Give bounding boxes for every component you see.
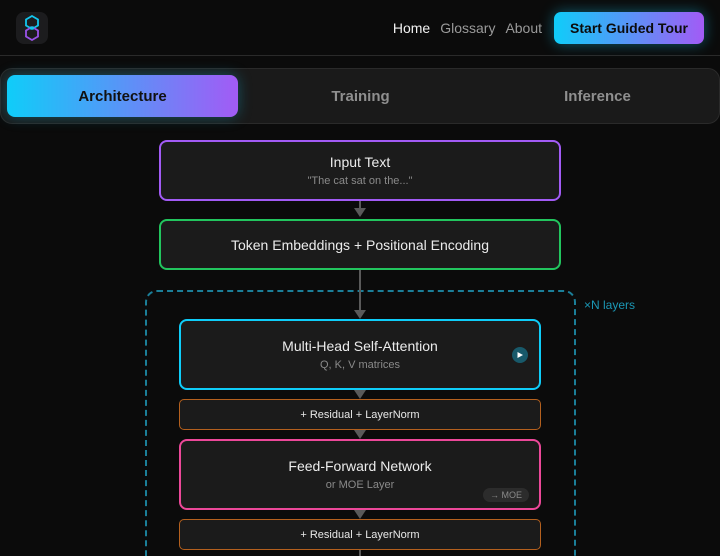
connector-line bbox=[359, 201, 361, 209]
play-animation-button[interactable] bbox=[512, 347, 528, 363]
arrow-down-icon bbox=[354, 208, 366, 217]
input-text-node[interactable]: Input Text "The cat sat on the..." bbox=[159, 140, 561, 201]
node-title: Feed-Forward Network bbox=[288, 458, 432, 474]
arrow-down-icon bbox=[354, 390, 366, 399]
moe-link-badge[interactable]: → MOE bbox=[482, 488, 529, 502]
nav-home[interactable]: Home bbox=[392, 20, 431, 36]
top-header: Home Glossary About Start Guided Tour bbox=[0, 0, 720, 56]
node-title: Input Text bbox=[329, 154, 391, 170]
multi-head-attention-node[interactable]: Multi-Head Self-Attention Q, K, V matric… bbox=[179, 319, 541, 390]
node-subtitle: or MOE Layer bbox=[325, 479, 395, 491]
start-guided-tour-button[interactable]: Start Guided Tour bbox=[554, 12, 704, 44]
node-subtitle: "The cat sat on the..." bbox=[307, 175, 413, 187]
arrow-down-icon bbox=[354, 310, 366, 319]
view-tabs: Architecture Training Inference bbox=[0, 68, 720, 124]
nav-glossary[interactable]: Glossary bbox=[440, 20, 496, 36]
arrow-down-icon bbox=[354, 510, 366, 519]
feed-forward-node[interactable]: Feed-Forward Network or MOE Layer → MOE bbox=[179, 439, 541, 510]
logo[interactable] bbox=[16, 12, 48, 44]
connector-line bbox=[359, 550, 361, 556]
tab-training[interactable]: Training bbox=[331, 87, 390, 105]
connector-line bbox=[359, 270, 361, 310]
node-title: Token Embeddings + Positional Encoding bbox=[230, 236, 489, 253]
tab-inference[interactable]: Inference bbox=[564, 87, 631, 105]
arrow-down-icon bbox=[354, 430, 366, 439]
node-subtitle: Q, K, V matrices bbox=[319, 359, 401, 371]
main-nav: Home Glossary About Start Guided Tour bbox=[393, 12, 704, 44]
node-title: Multi-Head Self-Attention bbox=[282, 338, 438, 354]
hexagon-chain-icon bbox=[25, 15, 39, 41]
token-embeddings-node[interactable]: Token Embeddings + Positional Encoding bbox=[159, 219, 561, 270]
nav-about[interactable]: About bbox=[505, 20, 543, 36]
play-icon bbox=[517, 352, 523, 358]
layer-repeat-label: ×N layers bbox=[584, 298, 636, 312]
tab-architecture[interactable]: Architecture bbox=[7, 75, 238, 117]
residual-layernorm-node-1[interactable]: + Residual + LayerNorm bbox=[179, 399, 541, 430]
residual-layernorm-node-2[interactable]: + Residual + LayerNorm bbox=[179, 519, 541, 550]
